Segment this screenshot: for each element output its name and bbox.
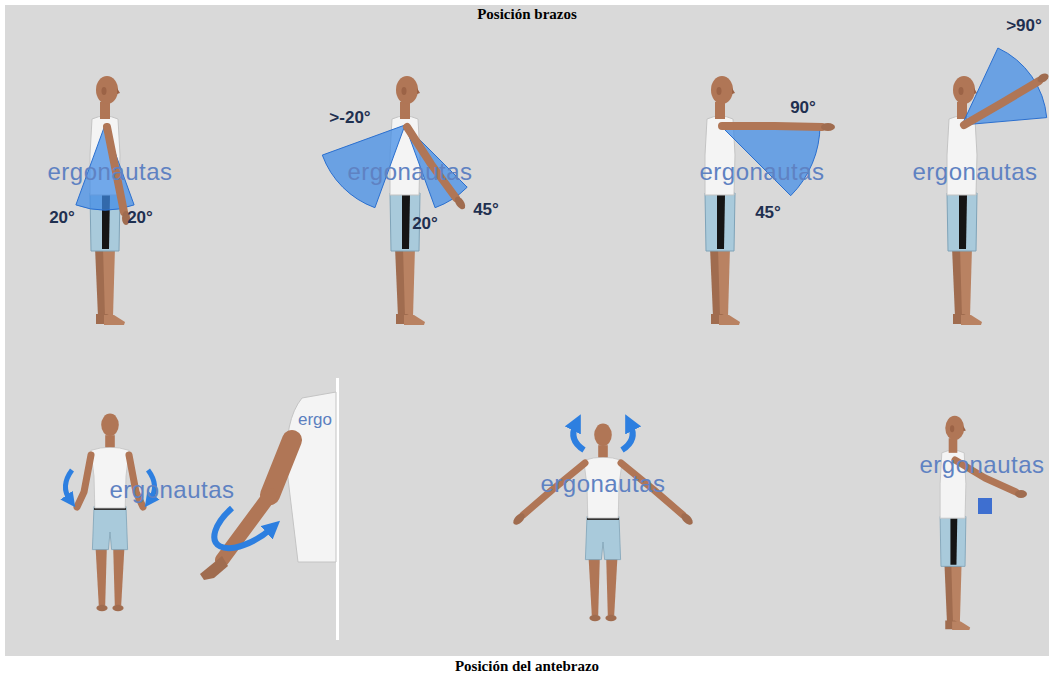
angle-label: 20° — [49, 208, 75, 228]
angle-label: >90° — [1006, 16, 1042, 36]
watermark: ergonautas — [919, 451, 1044, 479]
angle-label: 20° — [127, 208, 153, 228]
shoulder-elevation-figure — [511, 424, 695, 622]
angle-label: >-20° — [329, 108, 370, 128]
arm-raised-figure — [962, 48, 1047, 125]
panel-ground — [5, 5, 1049, 656]
forearm-rotation-figure — [91, 414, 129, 612]
figure-caption: Posición del antebrazo — [455, 658, 599, 675]
arm-closeup — [287, 392, 336, 562]
shoulder-elevation-figure — [584, 424, 622, 622]
arm-raised-figure — [1036, 72, 1050, 85]
angle-label: 45° — [755, 203, 781, 223]
arm-flexion-figure — [722, 126, 822, 127]
arm-closeup — [270, 440, 292, 495]
arm-neutral-figure — [76, 76, 134, 325]
arm-flexion-figure — [705, 76, 740, 325]
forearm-rotation-figure — [77, 455, 91, 507]
arm-closeup — [214, 508, 272, 548]
shoulder-elevation-figure — [511, 511, 527, 527]
arm-extension-figure — [322, 76, 467, 325]
angle-label: 20° — [412, 214, 438, 234]
supported-arm-figure — [1015, 490, 1027, 498]
shoulder-elevation-figure — [584, 424, 622, 622]
supported-arm-figure — [978, 498, 992, 514]
supported-arm-figure — [940, 416, 970, 630]
angle-label: 45° — [473, 200, 499, 220]
watermark: ergonautas — [540, 470, 665, 498]
figure-title: Posición brazos — [477, 6, 577, 23]
watermark: ergonautas — [912, 158, 1037, 186]
forearm-rotation-figure — [65, 414, 154, 612]
arm-raised-figure — [947, 48, 1050, 325]
watermark: ergonautas — [109, 476, 234, 504]
shoulder-elevation-figure — [622, 424, 633, 450]
arm-extension-figure — [390, 76, 425, 325]
watermark: ergonautas — [47, 158, 172, 186]
shoulder-elevation-figure — [573, 424, 584, 450]
watermark: ergonautas — [347, 158, 472, 186]
arm-flexion-figure — [821, 123, 835, 131]
arm-flexion-figure — [705, 76, 835, 325]
arm-extension-figure — [453, 195, 468, 211]
supported-arm-figure — [940, 416, 970, 630]
arm-closeup — [200, 556, 228, 580]
angle-label: 90° — [790, 98, 816, 118]
shoulder-elevation-figure — [679, 511, 695, 527]
forearm-rotation-figure — [65, 470, 72, 500]
forearm-rotation-figure — [91, 414, 129, 612]
supported-arm-figure — [940, 416, 1027, 630]
watermark: ergo — [298, 410, 332, 430]
watermark: ergonautas — [699, 158, 824, 186]
arm-raised-figure — [964, 81, 1039, 125]
